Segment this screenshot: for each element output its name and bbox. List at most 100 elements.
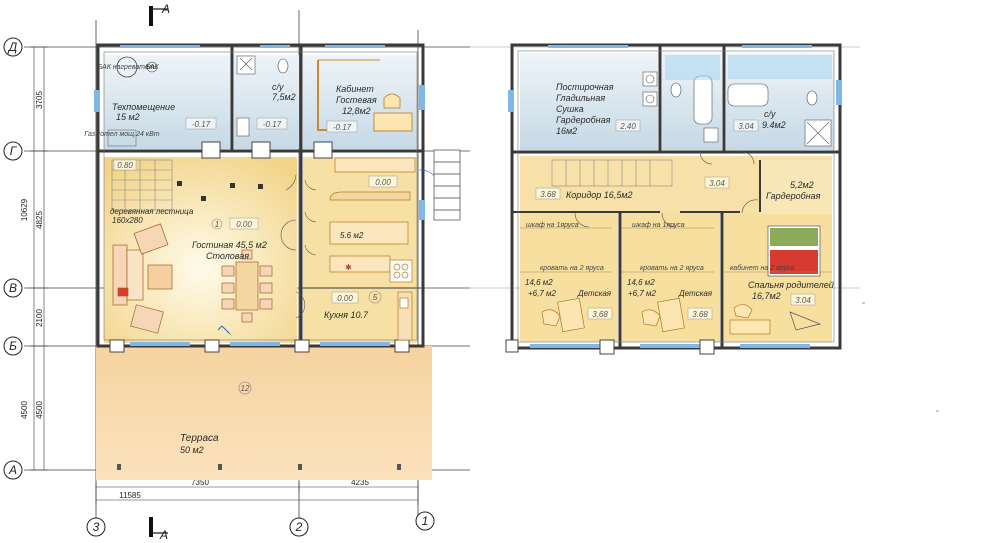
kids1-cabinet: шкаф на 1яруса [526, 222, 579, 229]
ground-door-swings [280, 169, 441, 319]
kids2-bed: кровать на 2 яруса [640, 265, 704, 272]
tech-room-name: Техпомещение [112, 102, 175, 112]
kids1-plus: +6,7 м2 [528, 289, 557, 298]
svg-text:1: 1 [422, 514, 429, 528]
svg-text:А: А [159, 528, 168, 542]
svg-text:Терраса: Терраса [180, 433, 219, 444]
terrace-posts [117, 464, 401, 470]
wc1-level: -0.17 [256, 117, 288, 130]
room-laundry [520, 53, 658, 150]
upper-staircase [551, 159, 673, 187]
wc1-name: с/у [272, 82, 284, 92]
svg-text:Д: Д [7, 40, 18, 54]
kitchen-star-icon: ✱ [345, 263, 352, 272]
section-mark-top: А [149, 2, 170, 26]
svg-text:Г: Г [10, 144, 18, 158]
upper-inner-outline [517, 50, 835, 343]
axis-row-v: В [3, 278, 23, 298]
kids2-furniture [641, 297, 685, 333]
kids1-name: Детская [577, 289, 612, 298]
axis-row-a: А [3, 460, 23, 480]
svg-text:-0.17: -0.17 [263, 120, 282, 129]
tech-room-area: 15 м2 [116, 112, 140, 122]
dim-10629: 10629 [20, 198, 29, 221]
living-furniture [112, 223, 273, 334]
dim-3705: 3705 [35, 91, 44, 109]
wc2-glass-b [728, 55, 832, 79]
svg-text:0.80: 0.80 [117, 161, 133, 170]
stair-level-tag: 0.80 [113, 159, 137, 171]
kids2-level: 3.68 [687, 307, 713, 320]
living-name-2: Столовая [206, 251, 249, 261]
wc1-area: 7,5м2 [272, 92, 296, 102]
dim-4825: 4825 [35, 211, 44, 229]
upper-columns [505, 339, 715, 355]
corridor-name: Коридор 16,5м2 [566, 190, 633, 200]
study-name-1: Кабинет [336, 84, 374, 94]
boiler-icon: БАК нагреватель БАК [98, 56, 159, 78]
master-furniture [729, 304, 822, 335]
wardrobe-area: 5,2м2 [790, 180, 814, 190]
kids2-plus: +6,7 м2 [628, 289, 657, 298]
svg-text:12: 12 [241, 384, 250, 393]
laundry-line4: Гардеробная [556, 115, 611, 125]
wc2-area: 9.4м2 [762, 120, 786, 130]
svg-text:0.00: 0.00 [337, 294, 353, 303]
laundry-area: 16м2 [556, 126, 577, 136]
room-wardrobe [760, 160, 832, 214]
stair-size: 160х280 [112, 216, 143, 225]
upper-windows [508, 45, 842, 348]
kids2-name: Детская [678, 289, 713, 298]
hall-level: 0.00 [368, 175, 398, 188]
master-name: Спальня родителей [748, 280, 834, 290]
svg-text:А: А [161, 2, 170, 16]
laundry-level: 2.40 [615, 119, 641, 132]
svg-text:3.68: 3.68 [692, 310, 708, 319]
kids2-cabinet: шкаф на 1яруса [632, 222, 685, 229]
terrace-area [96, 346, 432, 480]
gas-meter-icon: Газ.котел мощ.24 кВт [84, 129, 160, 147]
dim-4235: 4235 [351, 478, 369, 487]
study-area: 12,8м2 [342, 106, 371, 116]
corridor-level-1: 3.68 [535, 187, 561, 200]
wc2-fixtures [670, 75, 832, 147]
wardrobe-name: Гардеробная [766, 191, 821, 201]
svg-text:2.40: 2.40 [619, 122, 636, 131]
svg-text:3: 3 [93, 520, 100, 534]
laundry-line1: Постирочная [556, 82, 614, 92]
svg-text:3.04: 3.04 [738, 122, 754, 131]
kids1-bed: кровать на 2 яруса [540, 265, 604, 272]
wc1-fixtures [236, 55, 289, 137]
dim-7350: 7350 [191, 478, 209, 487]
laundry-line2: Гладильная [556, 93, 605, 103]
dimension-chain-left [30, 46, 48, 471]
porch-steps [433, 149, 461, 221]
axis-row-b: Б [3, 336, 23, 356]
svg-text:Б: Б [9, 339, 17, 353]
svg-text:5: 5 [373, 293, 378, 302]
terrace-label: 12 Терраса 50 м2 [180, 381, 252, 455]
master-bed [767, 225, 821, 277]
axis-row-g: Г [3, 141, 23, 161]
master-cabinet: кабинет на 2 яруса [730, 264, 794, 272]
upper-door-swings [574, 151, 759, 228]
living-columns-dots [177, 181, 263, 201]
corridor-level-2: 3.04 [704, 176, 730, 189]
study-furniture [317, 59, 413, 132]
svg-text:3.04: 3.04 [709, 179, 725, 188]
kids1-furniture [541, 297, 585, 333]
tech-room-level: -0.17 [185, 117, 217, 130]
master-area: 16,7м2 [752, 291, 781, 301]
kitchen-number: 5 [368, 290, 382, 304]
wc2-level: 3.04 [733, 119, 759, 132]
kids1-area: 14,6 м2 [525, 278, 553, 287]
study-level: -0.17 [326, 120, 358, 133]
kids1-level: 3.68 [587, 307, 613, 320]
stair-label: деревянная лестница [110, 207, 194, 216]
dim-11585: 11585 [119, 491, 141, 500]
upper-walls [510, 43, 842, 350]
svg-text:-0.17: -0.17 [192, 120, 211, 129]
master-level: 3.04 [790, 293, 816, 306]
laundry-line3: Сушка [556, 104, 584, 114]
